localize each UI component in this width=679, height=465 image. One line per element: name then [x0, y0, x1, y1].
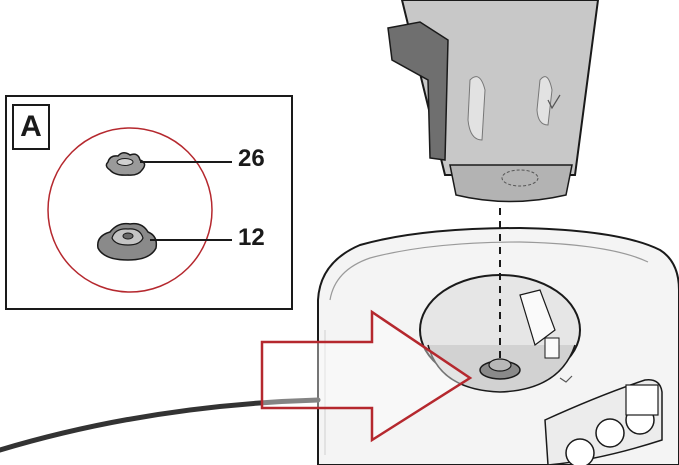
seal-ring-icon: [105, 152, 146, 176]
inset-label: A: [12, 104, 50, 150]
highlight-circle: [47, 127, 213, 293]
jug-icon: [387, 0, 600, 203]
base-unit: [317, 226, 679, 465]
blade-seal-icon: [97, 222, 158, 261]
callout-26: 26: [238, 145, 265, 172]
insert-arrow-icon: [260, 309, 473, 443]
power-cord-icon: [0, 397, 321, 453]
callout-12: 12: [238, 224, 265, 251]
